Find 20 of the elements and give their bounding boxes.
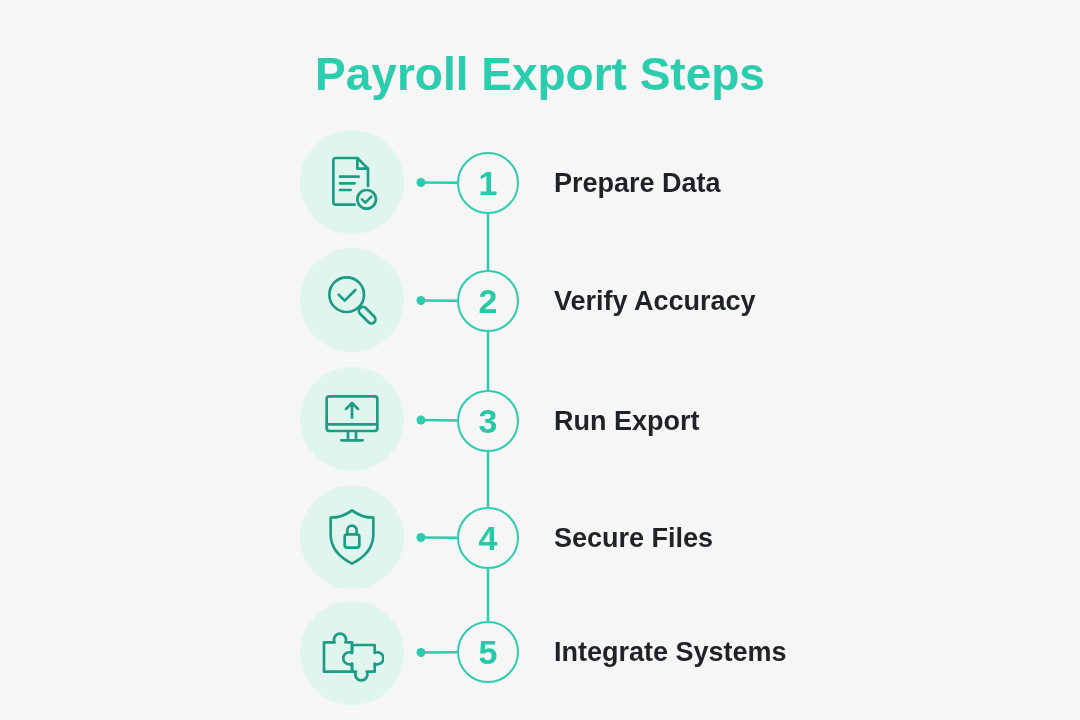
connector-line <box>416 648 457 657</box>
step-label: Run Export <box>554 405 700 438</box>
step-number: 2 <box>478 284 498 318</box>
connector-line <box>486 569 490 621</box>
connector-line <box>416 296 457 305</box>
connector-line <box>416 178 457 187</box>
connector-line <box>416 415 457 425</box>
connector-line <box>486 332 490 390</box>
step-label: Secure Files <box>554 522 714 555</box>
diagram-title: Payroll Export Steps <box>315 47 765 102</box>
connector-line <box>486 214 490 270</box>
connector-line <box>486 452 490 507</box>
step-number: 3 <box>478 404 498 438</box>
step-label: Integrate Systems <box>554 636 787 669</box>
step-number: 5 <box>478 635 498 669</box>
step-number: 4 <box>478 521 498 555</box>
step-label: Prepare Data <box>554 167 721 200</box>
connector-line <box>416 533 457 542</box>
step-label: Verify Accuracy <box>554 285 756 318</box>
step-number: 1 <box>478 166 498 200</box>
